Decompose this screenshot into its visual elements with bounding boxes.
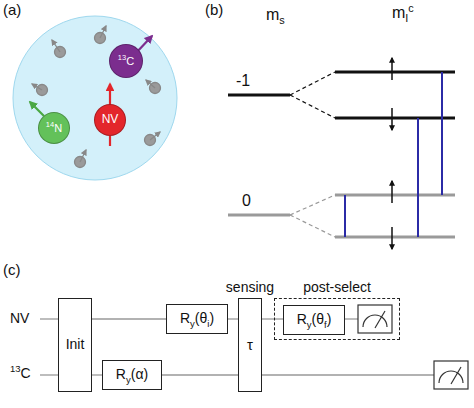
text: Ry(θf) [297,312,332,327]
text: Init [66,337,85,352]
panel-label: (b) [205,2,223,19]
nitrogen-spin: 14N [38,112,70,144]
text: 14N [46,122,62,134]
text: NV [102,113,119,126]
level-label: -1 [236,72,250,90]
rotation-gate: Ry(θi) [166,304,228,334]
text: post-select [303,280,371,295]
text: sensing [226,280,274,295]
level-label: 0 [242,192,251,210]
init-gate: Init [58,298,92,392]
panel-label: (c) [3,262,21,279]
rotation-gate: Ry(θf) [283,305,345,335]
carbon-spin: 13C [109,44,143,78]
axis-label: mIc [392,4,414,22]
post-select-box: post-selectRy(θf) [274,298,400,340]
qubit-wire [262,318,283,319]
qubit-wire [92,318,166,319]
axis-label: ms [266,6,285,24]
text: 13C [118,55,134,67]
sensing-gate: τsensing [238,298,262,392]
qubit-wire [162,374,238,375]
qubit-label: 13C [10,366,31,381]
rotation-gate: Ry(α) [102,360,162,390]
qubit-label: NV [10,311,29,326]
panel-label: (a) [3,2,21,19]
text: Ry(θi) [180,311,214,326]
text: Ry(α) [116,367,148,382]
nv-spin: NV [94,104,126,136]
qubit-wire [92,374,102,375]
text: τ [247,337,253,354]
qubit-wire [228,318,238,319]
